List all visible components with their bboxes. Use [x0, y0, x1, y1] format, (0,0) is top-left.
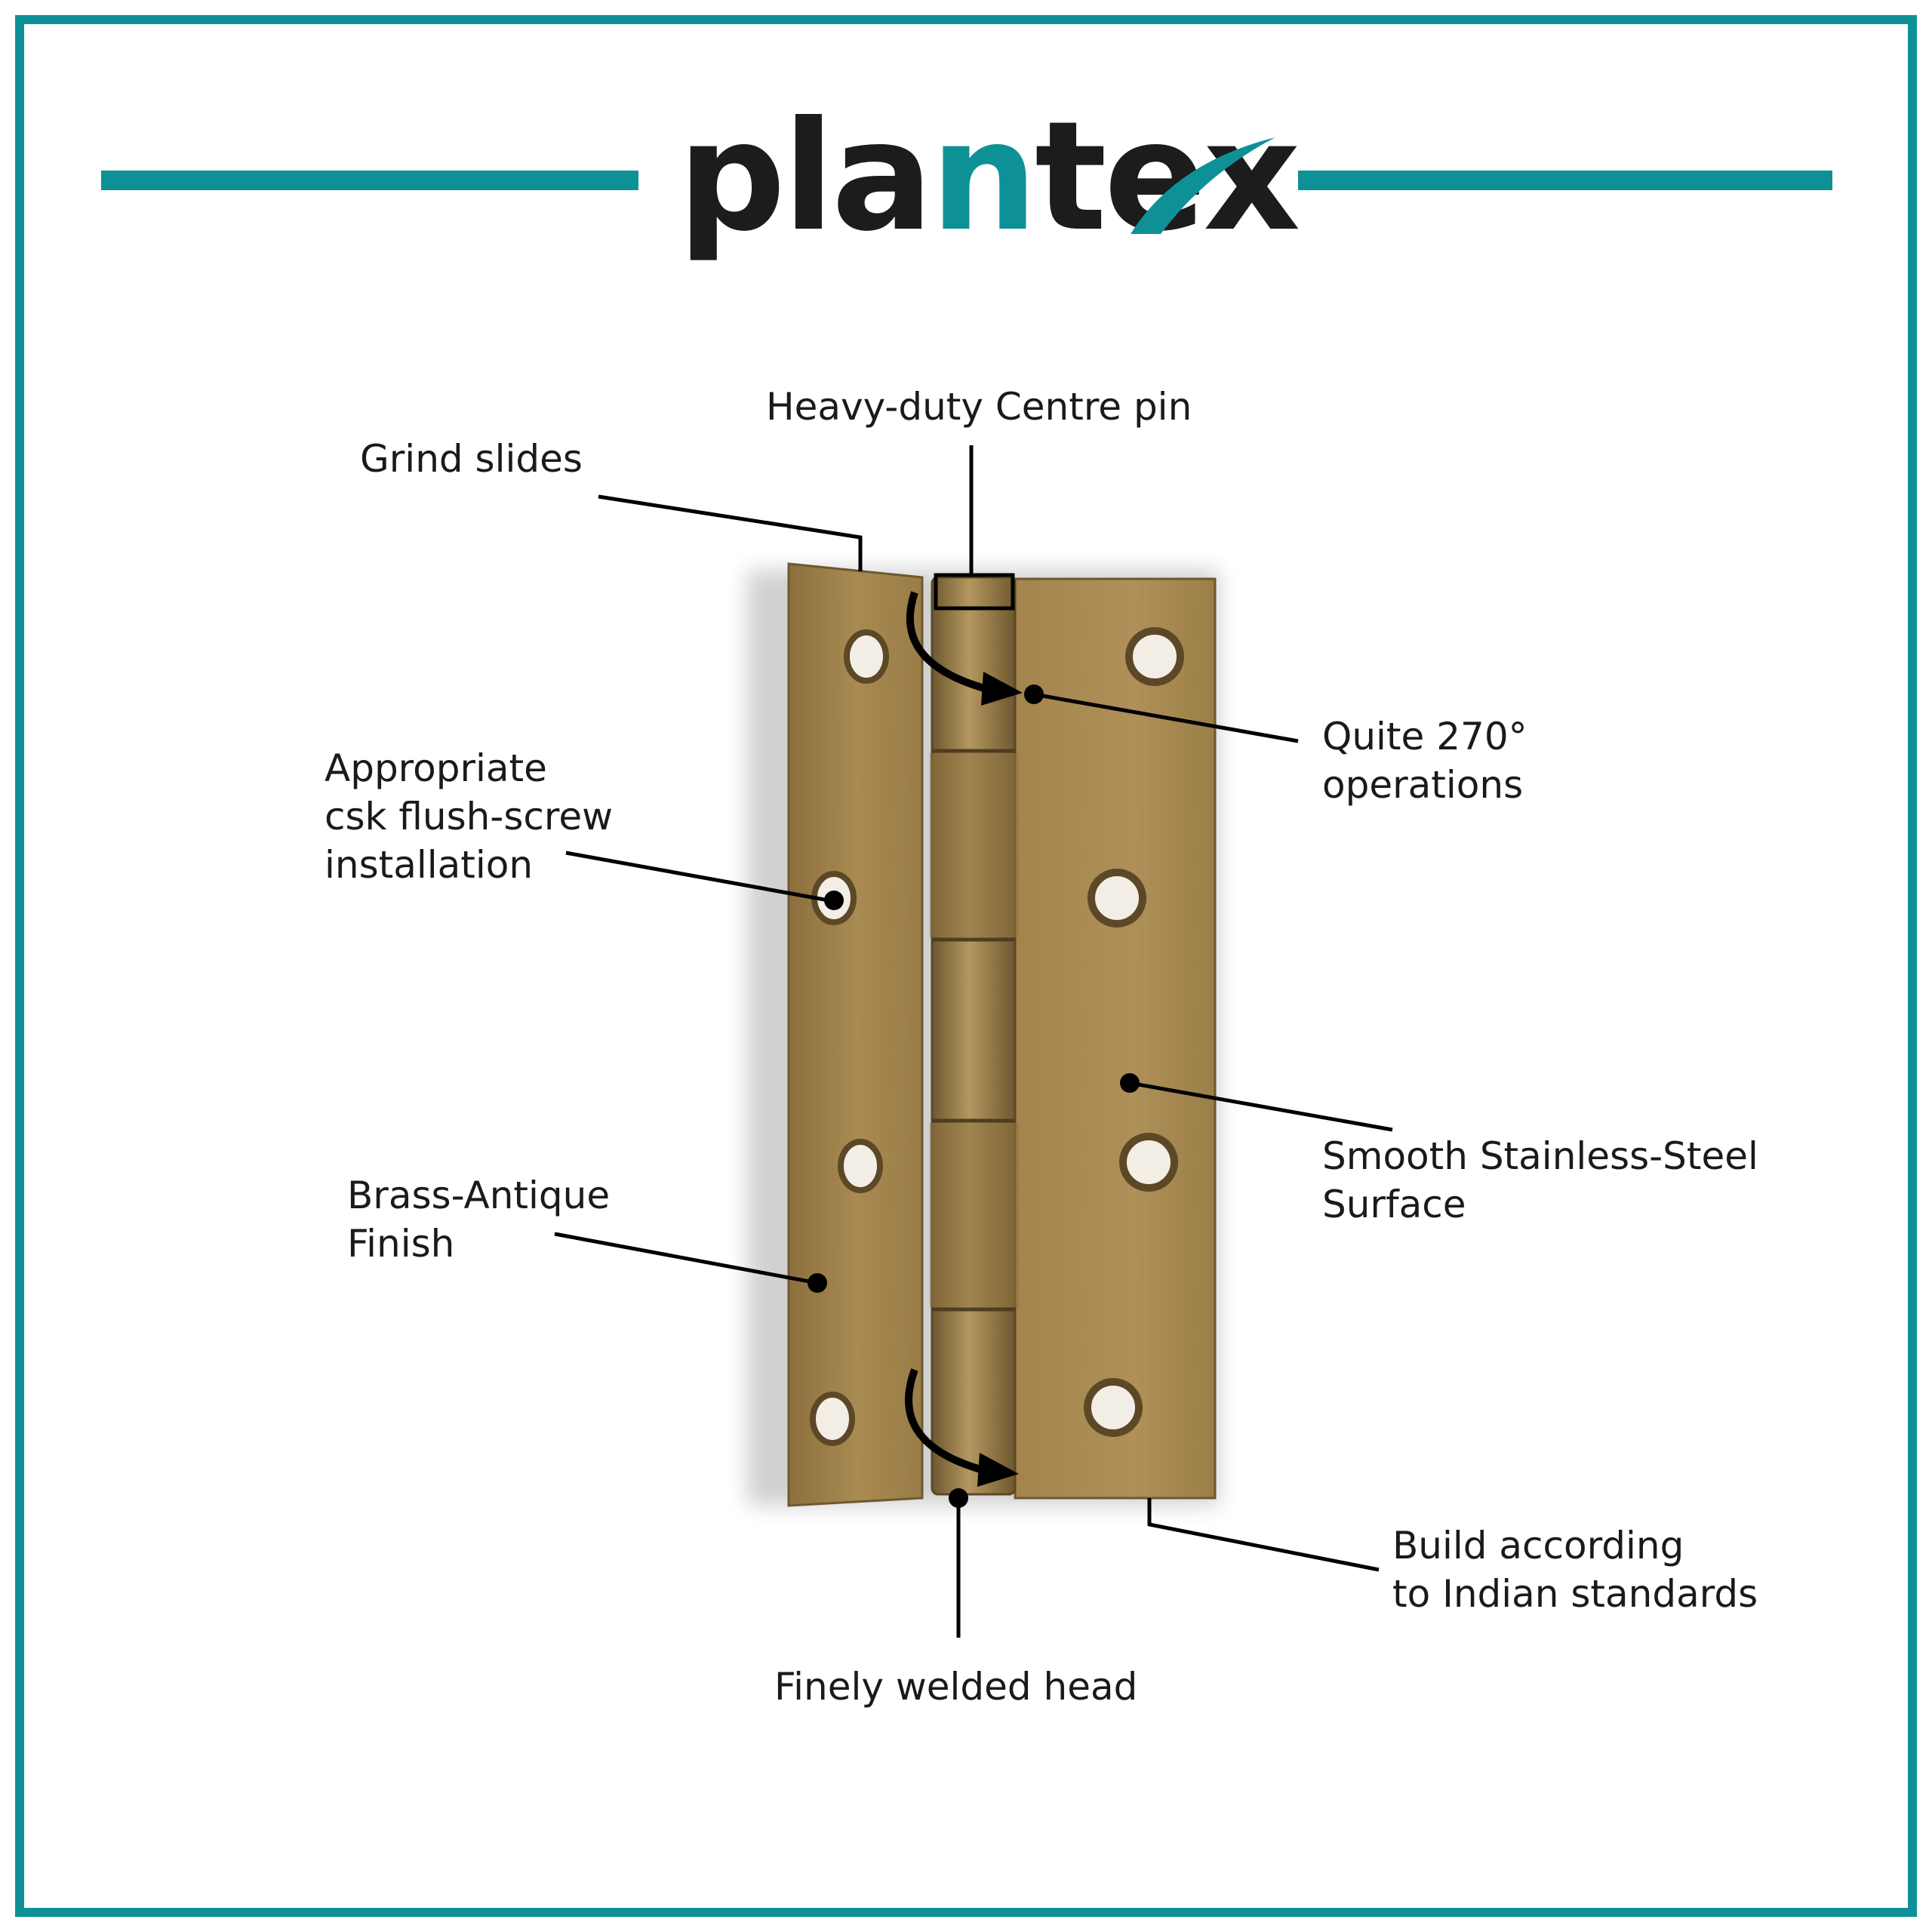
rotation-arrowhead-top-icon	[981, 672, 1023, 706]
callout-rotation-line-2: operations	[1322, 763, 1524, 807]
callout-rotation-line-1: Quite 270°	[1322, 715, 1527, 758]
leader-lines	[554, 445, 1393, 1638]
logo-part-2: te	[1035, 89, 1206, 265]
page-border-frame	[15, 15, 1917, 1917]
logo-swoosh-icon	[1131, 137, 1275, 234]
right-screw-holes	[1084, 627, 1184, 1437]
rotation-arrow-bottom-icon	[905, 1368, 990, 1475]
plantex-logo: plantex	[678, 91, 1300, 264]
callout-surface-line-2: Surface	[1322, 1183, 1466, 1226]
callout-standards-line-1: Build according	[1392, 1524, 1684, 1567]
callout-standards-line-2: to Indian standards	[1392, 1572, 1758, 1616]
callout-csk-line-3: installation	[325, 843, 534, 887]
callout-csk-line-2: csk flush-screw	[325, 795, 614, 838]
logo-wordmark: plantex	[678, 89, 1300, 265]
logo-part-1: pla	[678, 89, 934, 265]
callout-csk-line-1: Appropriate	[325, 746, 547, 790]
callout-surface-line-1: Smooth Stainless-Steel	[1322, 1134, 1758, 1178]
rotation-arrow-top-icon	[906, 591, 994, 694]
leader-dots	[808, 685, 1140, 1508]
callout-finish-line-1: Brass-Antique	[347, 1174, 611, 1217]
knuckle-joints	[932, 749, 1015, 1312]
logo-part-accent: n	[930, 89, 1038, 265]
hinge-right-leaf	[1014, 577, 1217, 1500]
hinge-knuckle	[931, 576, 1017, 1496]
callout-centre-pin: Heavy-duty Centre pin	[766, 385, 1192, 429]
knuckle-segment-upper	[930, 753, 1019, 937]
header-rule-left	[101, 171, 638, 190]
logo-part-3: x	[1203, 89, 1300, 265]
callout-finish-line-2: Finish	[347, 1222, 455, 1266]
hinge-left-leaf	[787, 562, 924, 1507]
callout-welded-head: Finely welded head	[774, 1665, 1138, 1709]
rotation-arrowhead-bottom-icon	[977, 1453, 1019, 1487]
callout-grind-slides: Grind slides	[360, 437, 583, 481]
left-screw-holes	[810, 629, 889, 1446]
header-rule-right	[1298, 171, 1832, 190]
knuckle-segment-lower	[930, 1123, 1019, 1307]
